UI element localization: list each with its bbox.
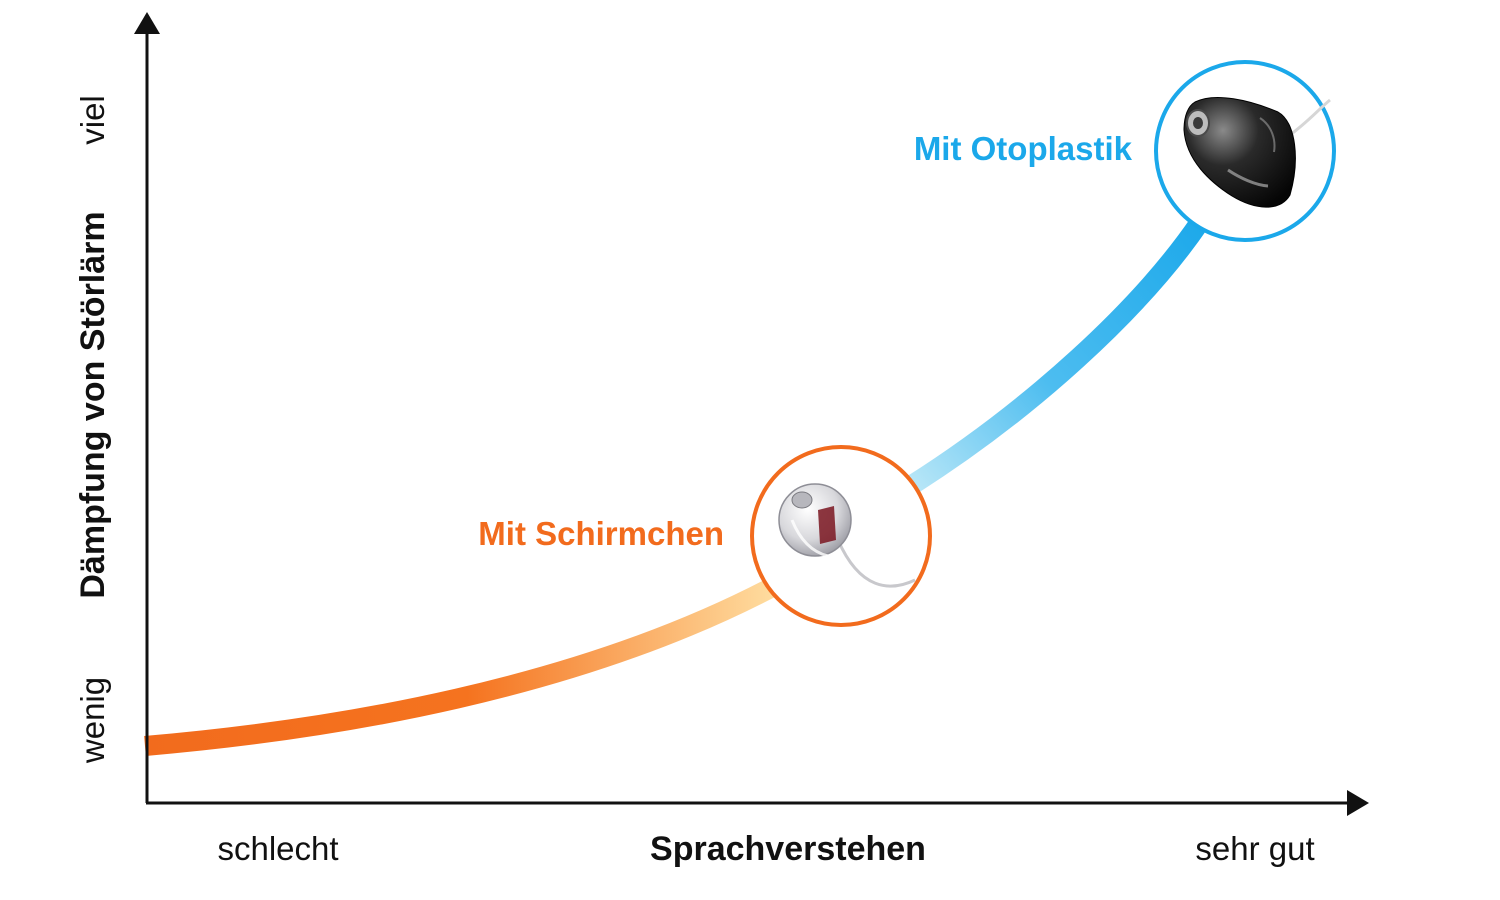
- y-axis: [134, 12, 160, 803]
- point-otoplastik: Mit Otoplastik: [914, 60, 1336, 242]
- y-axis-high-label: viel: [74, 95, 111, 145]
- point-schirmchen: Mit Schirmchen: [478, 445, 932, 627]
- curve-high-segment: [906, 216, 1209, 494]
- dome-earpiece-icon: [778, 483, 916, 588]
- x-axis-low-label: schlecht: [217, 830, 338, 867]
- y-axis-low-label: wenig: [74, 677, 111, 764]
- y-axis-arrow-icon: [134, 12, 160, 34]
- point-schirmchen-label: Mit Schirmchen: [478, 515, 724, 552]
- curve-low-segment: [144, 574, 785, 756]
- x-axis-arrow-icon: [1347, 790, 1369, 816]
- x-axis-title: Sprachverstehen: [650, 830, 926, 868]
- custom-earmold-icon: [1183, 96, 1331, 208]
- x-axis: [146, 790, 1369, 816]
- x-axis-high-label: sehr gut: [1195, 830, 1314, 867]
- point-otoplastik-label: Mit Otoplastik: [914, 130, 1133, 167]
- y-axis-title: Dämpfung von Störlärm: [74, 211, 112, 598]
